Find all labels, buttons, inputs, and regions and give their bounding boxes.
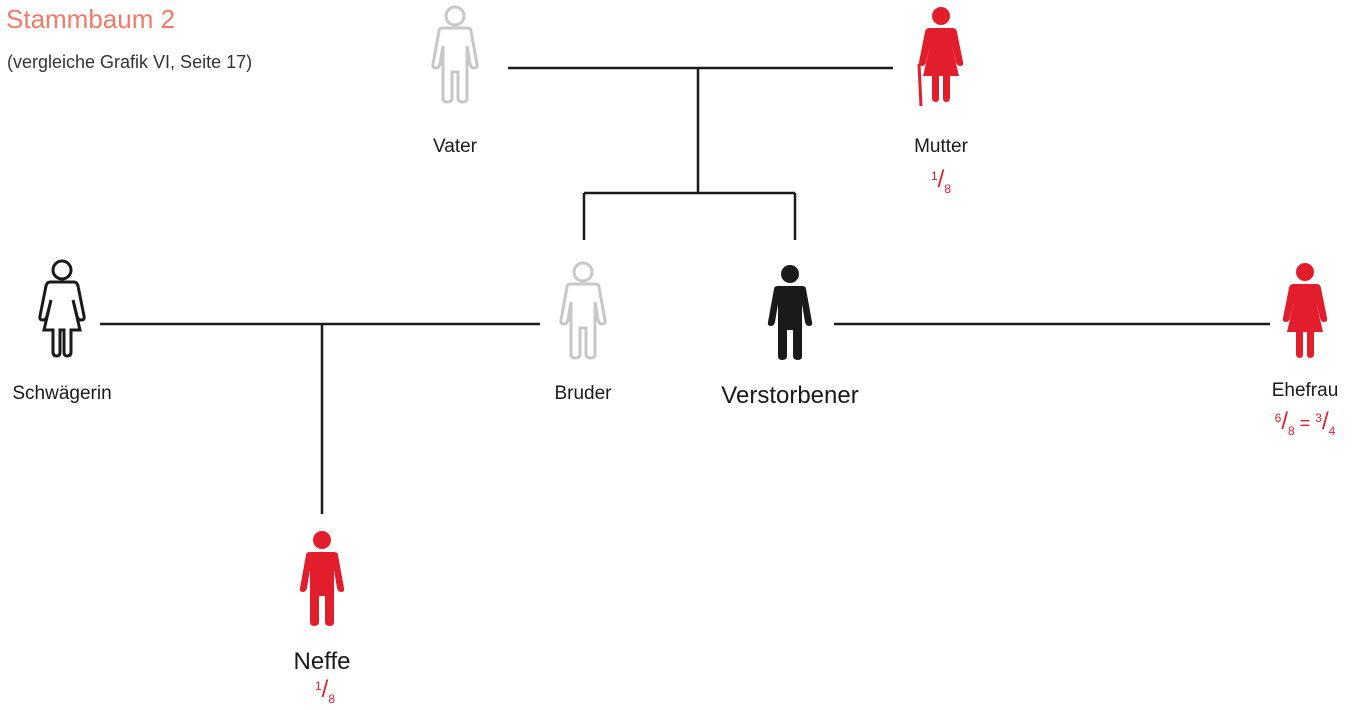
vater-icon (431, 5, 479, 104)
neffe-share: 1/8 (314, 676, 336, 706)
mutter-icon (917, 7, 964, 107)
bruder-icon (559, 261, 607, 360)
verstorbener-label: Verstorbener (721, 382, 859, 409)
neffe-label: Neffe (293, 648, 351, 675)
neffe-icon (299, 531, 345, 626)
verstorbener-icon (767, 265, 813, 360)
vater-label: Vater (432, 136, 478, 157)
mutter-label: Mutter (914, 136, 968, 157)
ehefrau-icon (1282, 263, 1328, 358)
mutter-share: 1/8 (930, 166, 952, 196)
page-title: Stammbaum 2 (6, 4, 176, 34)
schwaegerin-icon (38, 259, 86, 358)
ehefrau-label: Ehefrau (1271, 380, 1339, 401)
ehefrau-share: 6/8 = 3/4 (1274, 408, 1336, 438)
tree-lines (100, 66, 1270, 514)
schwaegerin-label: Schwägerin (12, 383, 112, 404)
bruder-label: Bruder (554, 383, 612, 404)
page-subtitle: (vergleiche Grafik VI, Seite 17) (7, 52, 253, 72)
